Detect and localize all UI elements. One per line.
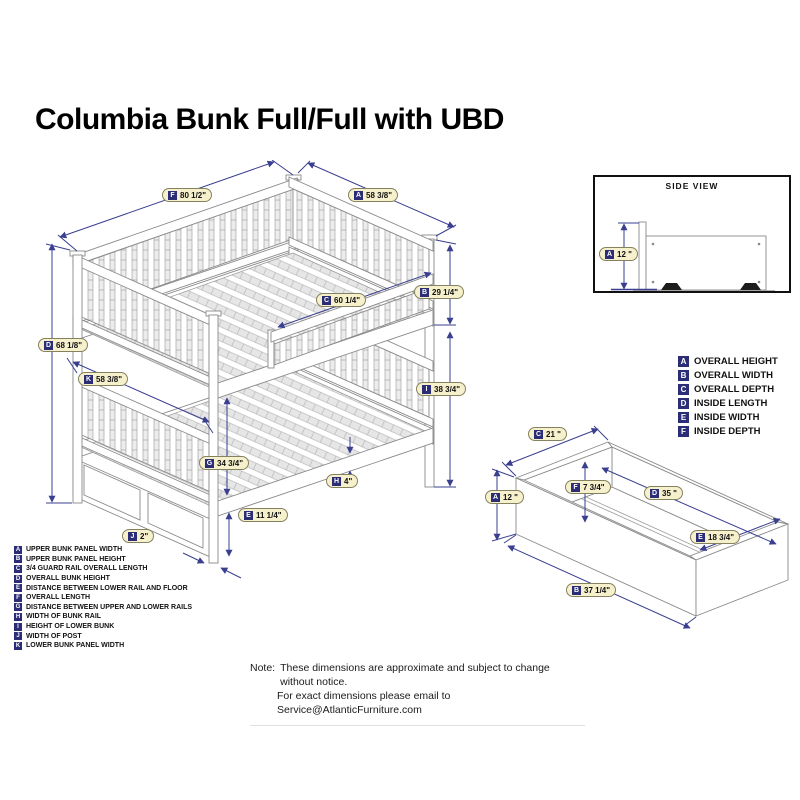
drawer-drawing [491,425,790,629]
note-line1: These dimensions are approximate and sub… [280,662,550,688]
note-prefix: Note: [250,662,276,674]
drawer-dimension-lines [491,425,781,629]
note-line2: For exact dimensions please email to Ser… [277,690,451,716]
side-view-drawing [611,221,775,291]
side-view-panel: SIDE VIEW [593,175,791,293]
bunk-bed-drawing [45,160,457,579]
page-title: Columbia Bunk Full/Full with UBD [35,103,504,136]
under-bed-drawer-front-1 [83,464,141,521]
note: Note: These dimensions are approximate a… [250,661,585,726]
side-view-title: SIDE VIEW [665,181,719,191]
caster-wheels [661,283,761,290]
under-bed-drawer-front-2 [147,492,204,549]
